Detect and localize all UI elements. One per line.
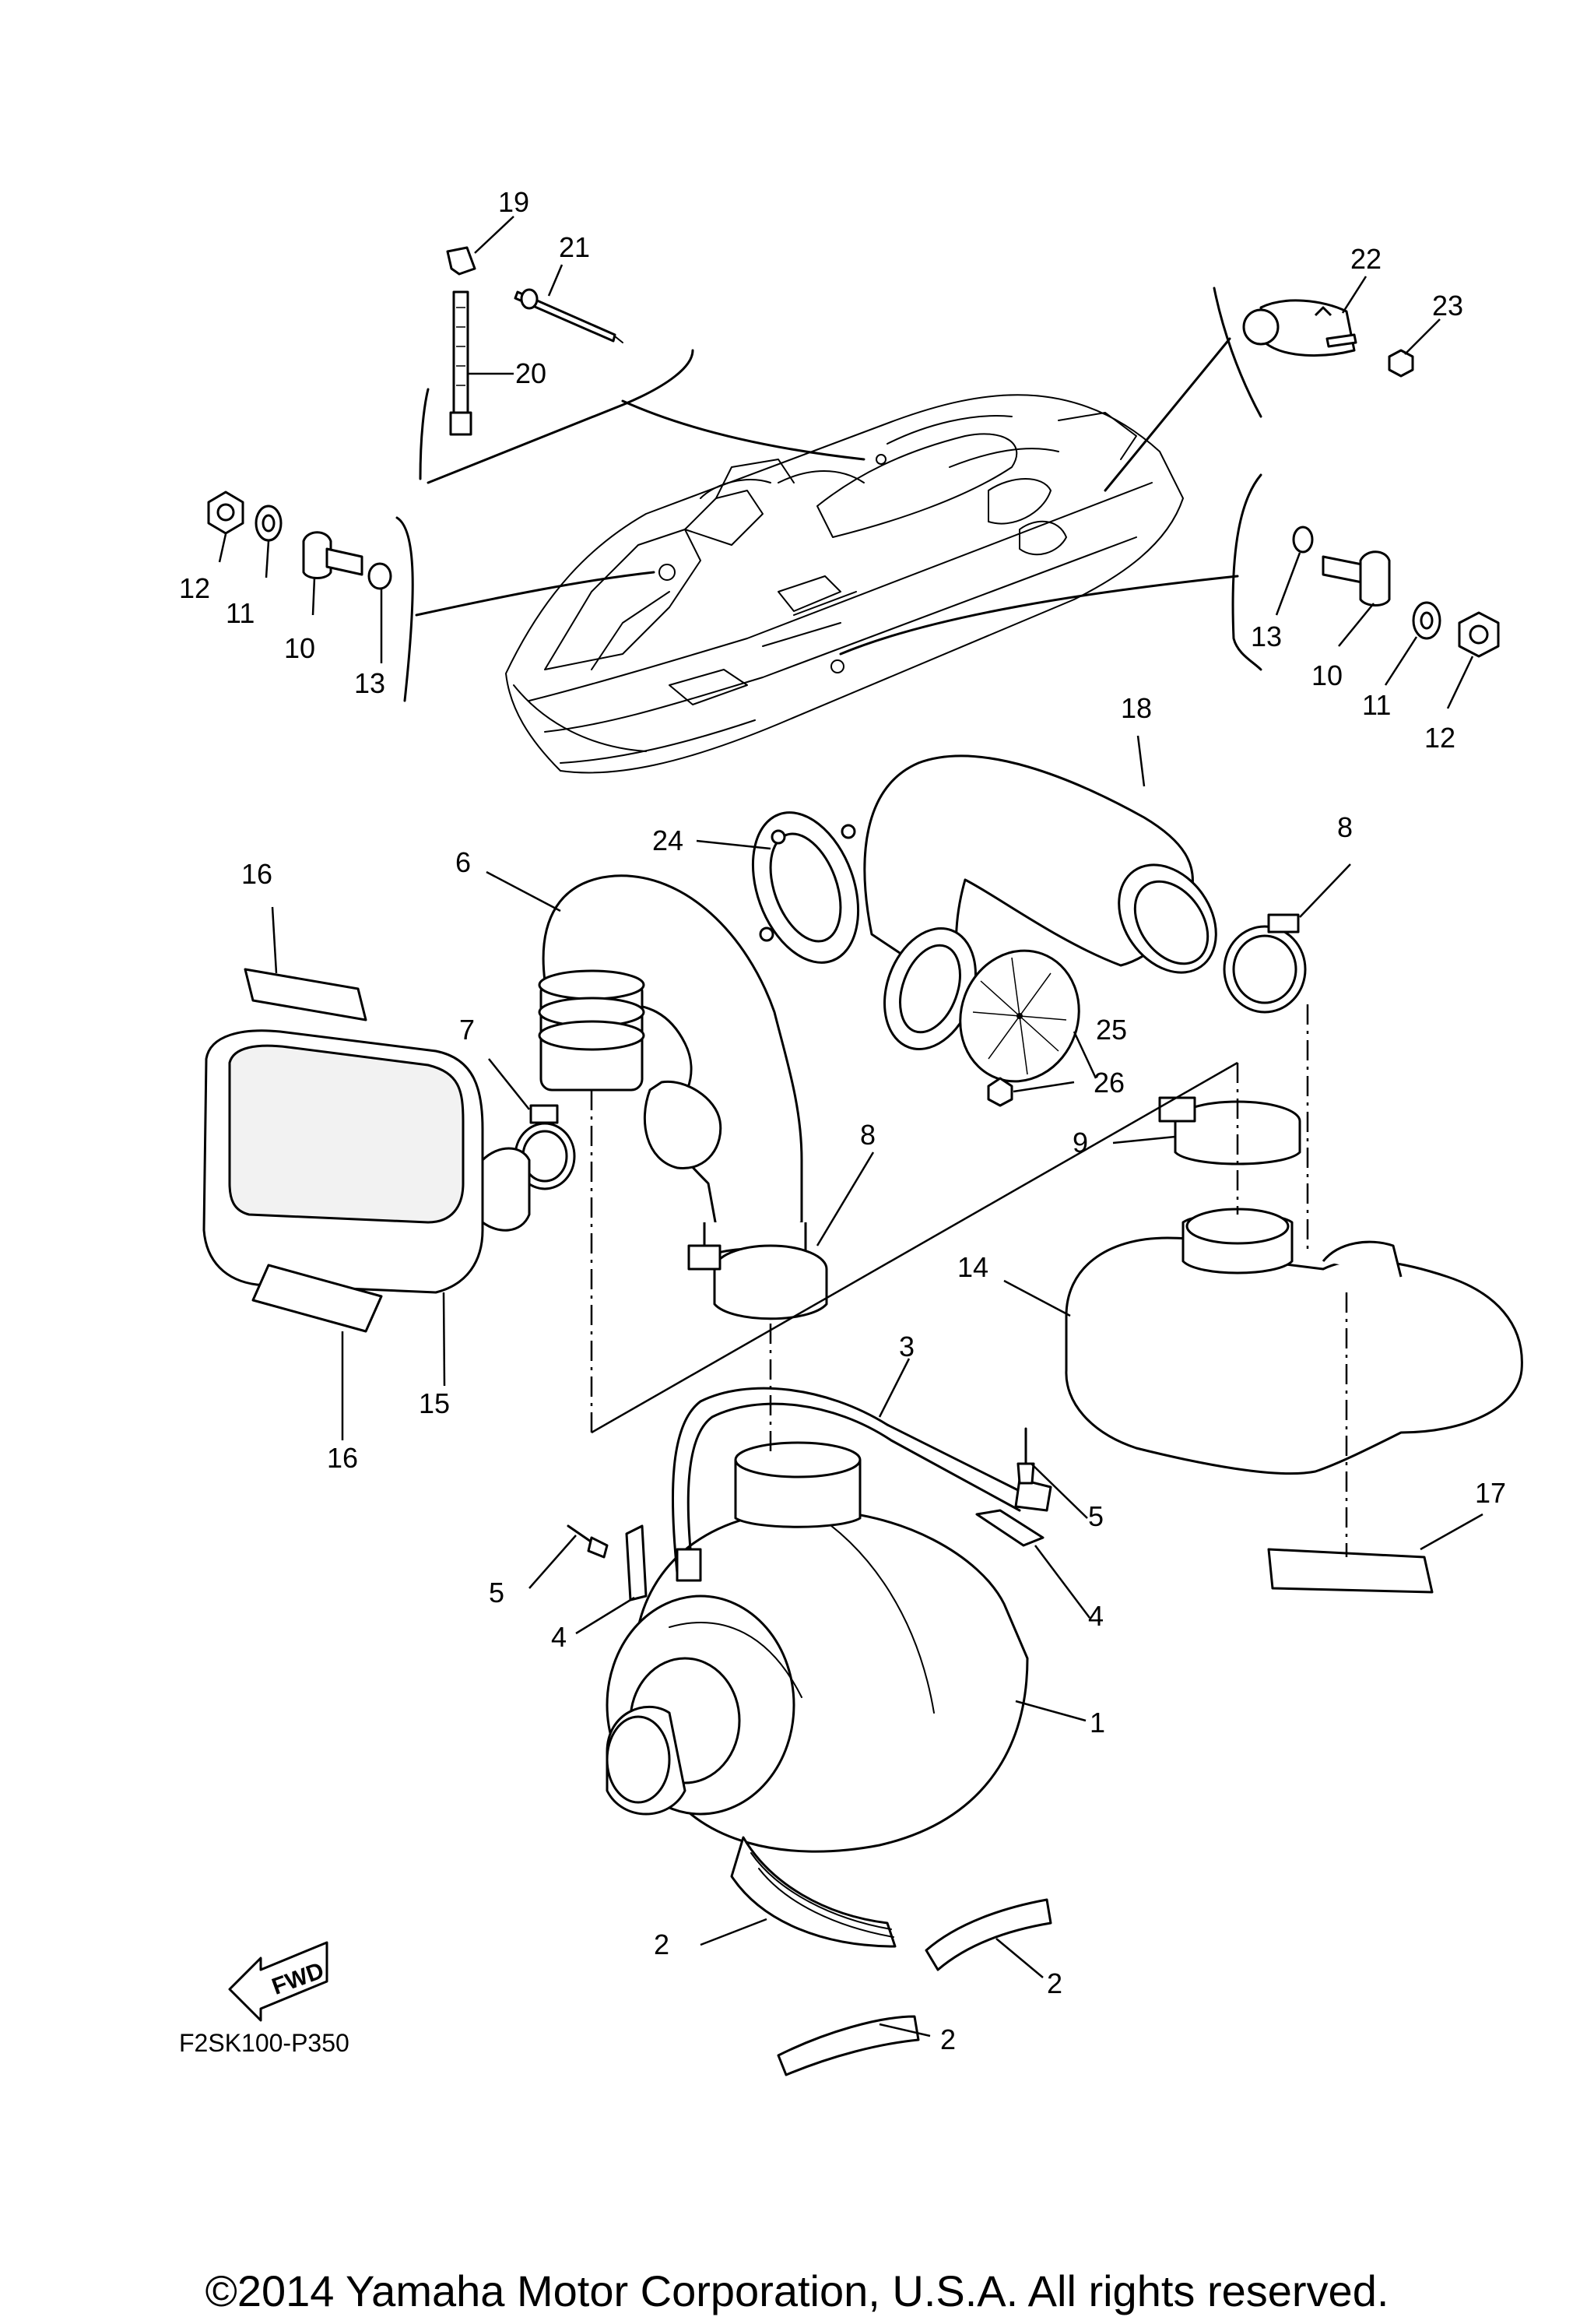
rivet-5-left — [567, 1524, 609, 1559]
nut-26 — [987, 1077, 1013, 1107]
callout-26: 26 — [1094, 1067, 1125, 1099]
callout-7: 7 — [459, 1014, 475, 1046]
callout-10-right: 10 — [1311, 659, 1343, 691]
callout-11-left: 11 — [226, 597, 255, 629]
callout-19: 19 — [498, 186, 529, 218]
callout-4-left: 4 — [551, 1621, 567, 1653]
hose-clamp-8-right — [1223, 913, 1307, 1014]
bracket-4-right — [975, 1509, 1045, 1547]
pad-16-top — [244, 968, 367, 1021]
callout-13-right: 13 — [1251, 621, 1282, 652]
hose-clamp-8-left — [687, 1244, 828, 1320]
callout-22: 22 — [1350, 243, 1382, 275]
callout-labels: 19 21 20 22 23 12 11 10 13 13 10 11 12 1… — [179, 186, 1506, 2057]
callout-12-left: 12 — [179, 572, 210, 604]
resonator-box-15 — [202, 1029, 531, 1294]
bracket-and-nut — [1242, 299, 1414, 378]
callout-21: 21 — [559, 231, 590, 263]
callout-20: 20 — [515, 357, 546, 389]
band-clamp-parts — [446, 246, 623, 436]
callout-14: 14 — [957, 1251, 988, 1283]
hose-clamp-9 — [1158, 1096, 1301, 1166]
callout-16-top: 16 — [241, 858, 272, 890]
callout-18: 18 — [1121, 692, 1152, 724]
callout-16-bottom: 16 — [327, 1442, 358, 1474]
assembly-reference-lines — [590, 1004, 1348, 1557]
forward-direction-arrow: FWD — [228, 1941, 328, 2022]
muffler-1 — [606, 1441, 1029, 1853]
drain-plug-right — [1292, 526, 1500, 658]
callout-17: 17 — [1475, 1477, 1506, 1509]
protector-2-right — [925, 1898, 1052, 1971]
callout-2-left: 2 — [654, 1928, 669, 1960]
copyright-notice: ©2014 Yamaha Motor Corporation, U.S.A. A… — [205, 2266, 1389, 2315]
callout-2-bottom: 2 — [940, 2023, 956, 2055]
callout-leaders — [218, 216, 1483, 2037]
protector-2-stack — [730, 1836, 897, 1948]
callout-8-left: 8 — [860, 1119, 876, 1151]
drain-plug-left — [207, 490, 392, 590]
bracket-4-left — [625, 1524, 648, 1601]
detail-callout-brackets — [395, 287, 1262, 702]
callout-24: 24 — [652, 824, 683, 856]
strap-3 — [671, 1387, 1052, 1582]
callout-13-left: 13 — [354, 667, 385, 699]
callout-23: 23 — [1432, 290, 1463, 322]
screen-disc-25 — [959, 949, 1080, 1083]
flange-gasket — [883, 927, 977, 1050]
callout-15: 15 — [419, 1387, 450, 1419]
callout-4-right: 4 — [1088, 1600, 1104, 1632]
protector-2-bottom — [777, 2015, 920, 2076]
callout-5-left: 5 — [489, 1577, 504, 1609]
rivet-5-right — [1016, 1427, 1035, 1485]
pad-16-bottom — [251, 1264, 383, 1333]
callout-11-right: 11 — [1362, 689, 1391, 721]
callout-9: 9 — [1073, 1127, 1088, 1158]
callout-12-right: 12 — [1424, 722, 1455, 754]
callout-1: 1 — [1090, 1707, 1105, 1739]
watercraft-illustration — [505, 394, 1184, 774]
callout-6: 6 — [455, 846, 471, 878]
callout-5-right: 5 — [1088, 1500, 1104, 1532]
callout-2-right: 2 — [1047, 1967, 1062, 1999]
callout-3: 3 — [899, 1331, 915, 1362]
callout-25: 25 — [1096, 1014, 1127, 1046]
water-box-14 — [1065, 1208, 1523, 1475]
pad-17 — [1267, 1548, 1434, 1594]
callout-10-left: 10 — [284, 632, 315, 664]
figure-code: F2SK100-P350 — [179, 2029, 349, 2057]
flange-ring-24 — [751, 811, 860, 964]
callout-8-right: 8 — [1337, 811, 1353, 843]
